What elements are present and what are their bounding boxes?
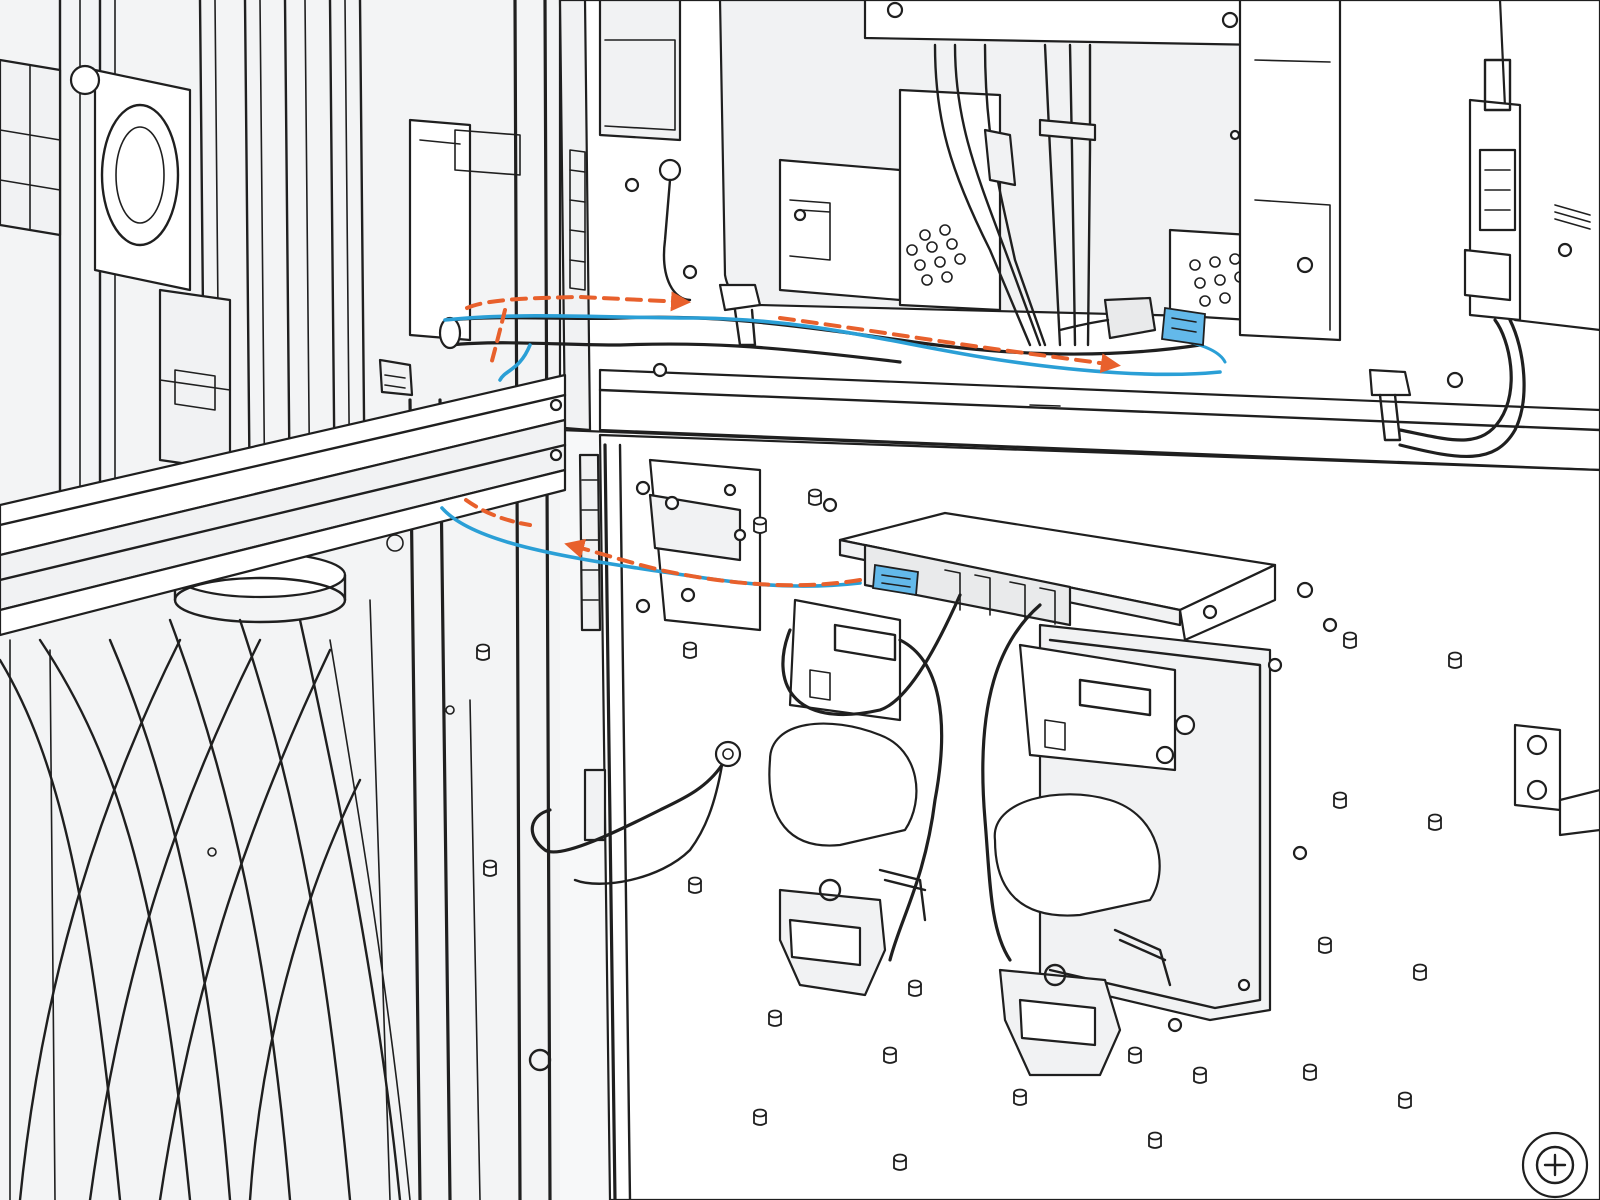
- ground-screw-icon: [714, 740, 742, 768]
- mounting-stud: [808, 488, 822, 506]
- connector-icon: [1161, 306, 1206, 347]
- upper-chassis: [378, 0, 1600, 472]
- dashed-arrow-icon-drop: [488, 308, 507, 370]
- highlighted-cable-drop: [498, 343, 532, 382]
- transformer-unit-left: [768, 593, 962, 997]
- mounting-stud: [1343, 631, 1357, 649]
- vent-holes-right: [1189, 253, 1246, 307]
- mounting-stud: [1148, 1131, 1162, 1149]
- route-arrows: [464, 291, 1121, 588]
- cross-beam: [0, 373, 567, 637]
- mounting-stud: [483, 859, 497, 877]
- mounting-stud: [1398, 1091, 1412, 1109]
- mounting-stud: [683, 641, 697, 659]
- mounting-studs: [476, 488, 1462, 1171]
- vent-holes-center: [906, 224, 966, 286]
- mounting-stud: [1428, 813, 1442, 831]
- mounting-stud: [768, 1009, 782, 1027]
- mounting-stud: [1128, 1046, 1142, 1064]
- dashed-arrow-icon-tail: [464, 498, 532, 527]
- connector-icon: [872, 563, 919, 597]
- mounting-stud: [883, 1046, 897, 1064]
- lower-panel: [207, 433, 1600, 1200]
- mounting-stud: [753, 1108, 767, 1126]
- mounting-stud: [908, 979, 922, 997]
- mounting-stud: [893, 1153, 907, 1171]
- mounting-stud: [753, 516, 767, 534]
- dashed-arrow-icon: [465, 291, 691, 312]
- transformer-unit-right: [981, 603, 1196, 1077]
- mounting-stud: [1303, 1063, 1317, 1081]
- mounting-stud: [1193, 1066, 1207, 1084]
- mounting-stud: [1413, 963, 1427, 981]
- mounting-stud: [1333, 791, 1347, 809]
- ground-screw-icon: [658, 158, 682, 182]
- mounting-stud: [1013, 1088, 1027, 1106]
- dashed-arrow-icon: [564, 538, 862, 588]
- mounting-stud: [688, 876, 702, 894]
- dashed-arrow-icon: [778, 316, 1121, 374]
- mounting-stud: [1318, 936, 1332, 954]
- mounting-stud: [1448, 651, 1462, 669]
- mounting-stud: [476, 643, 490, 661]
